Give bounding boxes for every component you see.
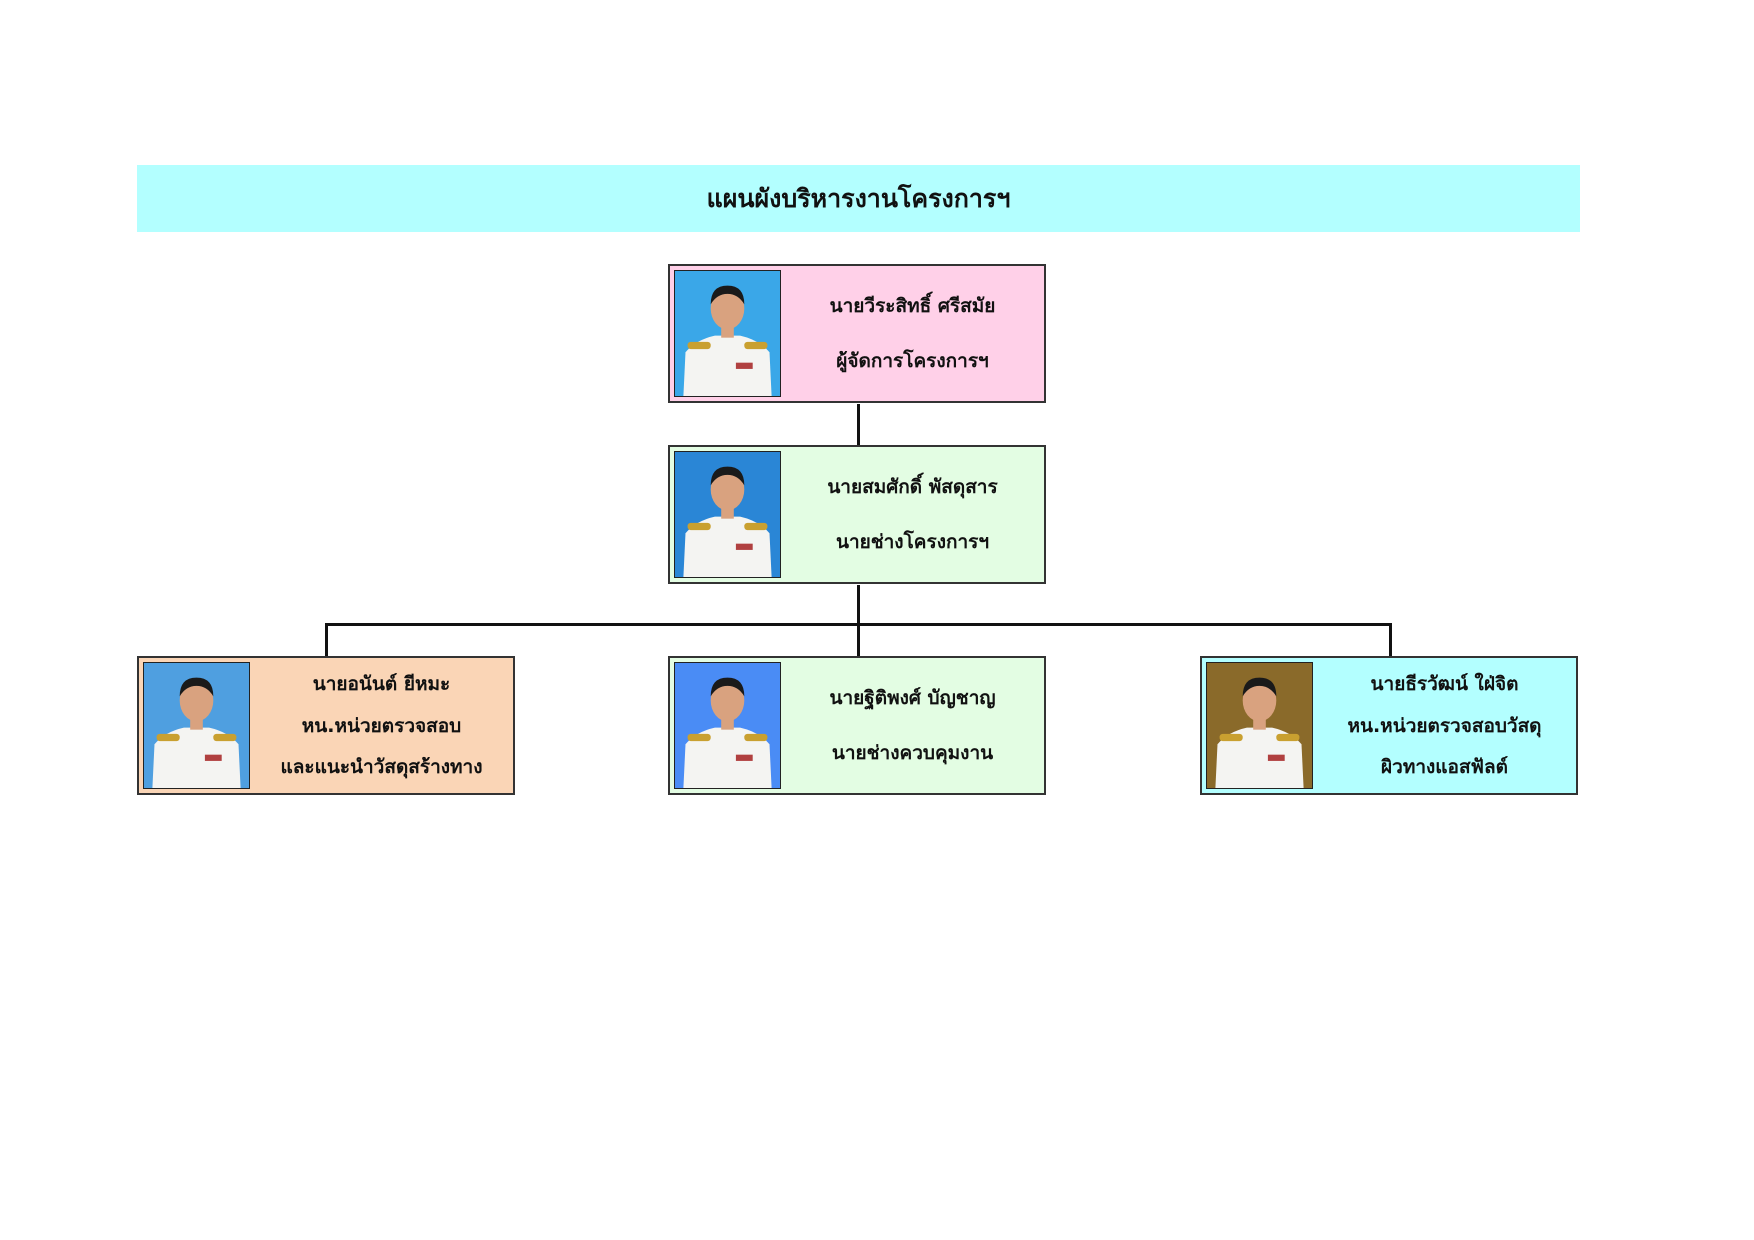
person-position: นายช่างโครงการฯ — [835, 531, 990, 553]
person-name: นายสมศักดิ์ พัสดุสาร — [827, 476, 998, 498]
person-position: ผิวทางแอสฟัลต์ — [1381, 755, 1508, 778]
node-project-engineer: นายสมศักดิ์ พัสดุสาร นายช่างโครงการฯ — [668, 445, 1046, 584]
person-position: และแนะนำวัสดุสร้างทาง — [280, 755, 483, 778]
person-name: นายวีระสิทธิ์ ศรีสมัย — [829, 295, 996, 317]
person-position: ผู้จัดการโครงการฯ — [836, 350, 989, 372]
connector-manager-engineer — [857, 404, 860, 446]
node-project-manager: นายวีระสิทธิ์ ศรีสมัย ผู้จัดการโครงการฯ — [668, 264, 1046, 403]
node-asphalt-inspection-head: นายธีรวัฒน์ ใฝ่จิต หน.หน่วยตรวจสอบวัสดุผ… — [1200, 656, 1578, 795]
node-control-engineer: นายฐิติพงศ์ บัญชาญ นายช่างควบคุมงาน — [668, 656, 1046, 795]
node-text: นายธีรวัฒน์ ใฝ่จิต หน.หน่วยตรวจสอบวัสดุผ… — [1317, 658, 1572, 793]
connector-right — [1389, 623, 1392, 657]
connector-left — [325, 623, 328, 657]
person-photo — [674, 451, 781, 578]
node-text: นายวีระสิทธิ์ ศรีสมัย ผู้จัดการโครงการฯ — [785, 266, 1040, 401]
connector-engineer-down — [857, 585, 860, 657]
person-name: นายอนันต์ ยีหมะ — [312, 673, 451, 696]
person-name: นายธีรวัฒน์ ใฝ่จิต — [1370, 673, 1519, 696]
person-position: หน.หน่วยตรวจสอบ — [301, 714, 462, 737]
person-name: นายฐิติพงศ์ บัญชาญ — [829, 687, 996, 709]
connector-horizontal — [325, 623, 1392, 626]
person-photo — [674, 662, 781, 789]
person-photo — [1206, 662, 1313, 789]
person-photo — [143, 662, 250, 789]
node-text: นายสมศักดิ์ พัสดุสาร นายช่างโครงการฯ — [785, 447, 1040, 582]
node-text: นายฐิติพงศ์ บัญชาญ นายช่างควบคุมงาน — [785, 658, 1040, 793]
chart-title: แผนผังบริหารงานโครงการฯ — [706, 183, 1011, 213]
person-position: หน.หน่วยตรวจสอบวัสดุ — [1347, 714, 1542, 737]
node-inspection-head: นายอนันต์ ยีหมะ หน.หน่วยตรวจสอบและแนะนำว… — [137, 656, 515, 795]
chart-title-bar: แผนผังบริหารงานโครงการฯ — [137, 165, 1580, 232]
node-text: นายอนันต์ ยีหมะ หน.หน่วยตรวจสอบและแนะนำว… — [254, 658, 509, 793]
person-position: นายช่างควบคุมงาน — [831, 742, 994, 764]
person-photo — [674, 270, 781, 397]
